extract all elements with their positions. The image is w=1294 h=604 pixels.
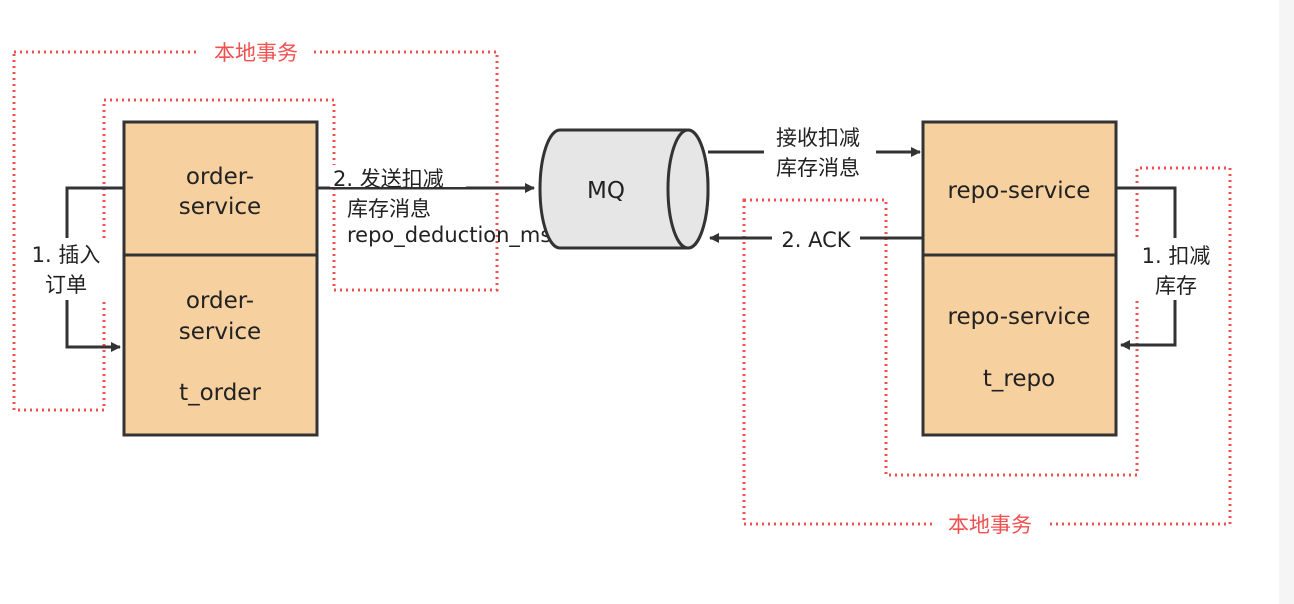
repo-db-box-line2: t_repo: [983, 366, 1055, 392]
receive-label-line2: 库存消息: [776, 156, 860, 180]
order-db-box-line1: order-: [186, 288, 254, 314]
left-transaction-outer-border: [12, 50, 499, 412]
repo-service-box: [921, 120, 1118, 257]
repo-db-box: [921, 253, 1118, 437]
right-transaction-label: 本地事务: [948, 513, 1032, 537]
order-service-box-line1: order-: [186, 164, 254, 190]
ack-label-bg: [772, 226, 860, 252]
insert-label-line1: 1. 插入: [32, 243, 101, 267]
send-label-line3: repo_deduction_msg: [347, 223, 565, 248]
mq-label: MQ: [587, 178, 625, 204]
insert-label-line2: 订单: [45, 273, 87, 297]
order-db-box-line2: service: [179, 319, 261, 345]
send-label-line1: 2. 发送扣减: [333, 167, 444, 191]
repo-service-box-line1: repo-service: [948, 178, 1091, 204]
order-db-box-line3: t_order: [179, 380, 261, 406]
order-service-box: [122, 120, 319, 257]
left-transaction-label: 本地事务: [214, 41, 298, 65]
deduct-label-bg: [1134, 238, 1216, 300]
repo-db-box-line1: repo-service: [948, 304, 1091, 330]
page-edge-strip: [1279, 0, 1294, 604]
ack-label: 2. ACK: [781, 228, 851, 252]
mq-cylinder-end: [666, 128, 710, 250]
order-service-box-line2: service: [179, 194, 261, 220]
order-db-box: [122, 253, 319, 437]
receive-label-line1: 接收扣减: [776, 126, 860, 150]
right-transaction-outer-border: [742, 166, 1232, 526]
insert-label-bg: [24, 238, 106, 300]
deduct-label-line1: 1. 扣减: [1142, 244, 1211, 268]
right-transaction-label-bg: [934, 510, 1046, 538]
send-label-line2: 库存消息: [347, 197, 431, 221]
left-transaction-label-bg: [200, 38, 312, 66]
deduct-label-line2: 库存: [1155, 274, 1197, 298]
receive-label-bg: [764, 122, 876, 184]
send-label-bg: [330, 165, 466, 187]
